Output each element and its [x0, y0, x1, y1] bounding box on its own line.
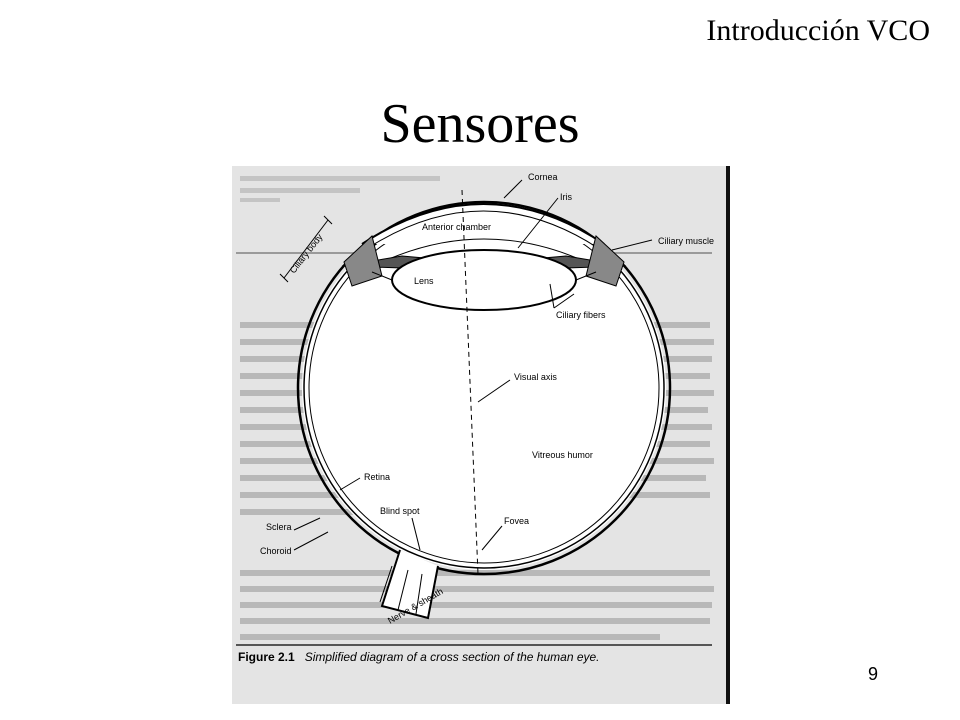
- sclera-layer: [296, 200, 672, 576]
- cornea-shape: [361, 203, 605, 245]
- label-visual-axis: Visual axis: [514, 372, 557, 382]
- label-iris: Iris: [560, 192, 572, 202]
- eye-diagram: Cornea Iris Anterior chamber Ciliary mus…: [260, 172, 714, 626]
- cornea-inner: [367, 210, 599, 249]
- label-sclera: Sclera: [266, 522, 292, 532]
- caption-label: Figure 2.1: [238, 650, 295, 664]
- label-blind-spot: Blind spot: [380, 506, 420, 516]
- caption-rule: [236, 644, 712, 646]
- label-cornea: Cornea: [528, 172, 558, 182]
- figure-caption: Figure 2.1 Simplified diagram of a cross …: [238, 650, 708, 664]
- eye-figure-scan: Cornea Iris Anterior chamber Ciliary mus…: [232, 166, 730, 704]
- section-header: Introducción VCO: [706, 14, 930, 47]
- label-ciliary-muscle: Ciliary muscle: [658, 236, 714, 246]
- faded-header-lines: [240, 176, 440, 202]
- label-fovea: Fovea: [504, 516, 529, 526]
- eyeball-interior: [302, 206, 666, 570]
- slide-title: Sensores: [380, 93, 580, 155]
- optic-nerve: [380, 549, 439, 620]
- label-choroid: Choroid: [260, 546, 292, 556]
- label-ciliary-fibers: Ciliary fibers: [556, 310, 606, 320]
- label-ciliary-body: Ciliary body: [288, 232, 325, 276]
- caption-text: Simplified diagram of a cross section of…: [304, 650, 600, 664]
- page-edge: [726, 166, 730, 704]
- label-retina: Retina: [364, 472, 390, 482]
- label-vitreous-humor: Vitreous humor: [532, 450, 593, 460]
- label-lens: Lens: [414, 276, 434, 286]
- label-anterior-chamber: Anterior chamber: [422, 222, 491, 232]
- page-number: 9: [868, 664, 879, 684]
- visual-axis-line: [461, 189, 479, 575]
